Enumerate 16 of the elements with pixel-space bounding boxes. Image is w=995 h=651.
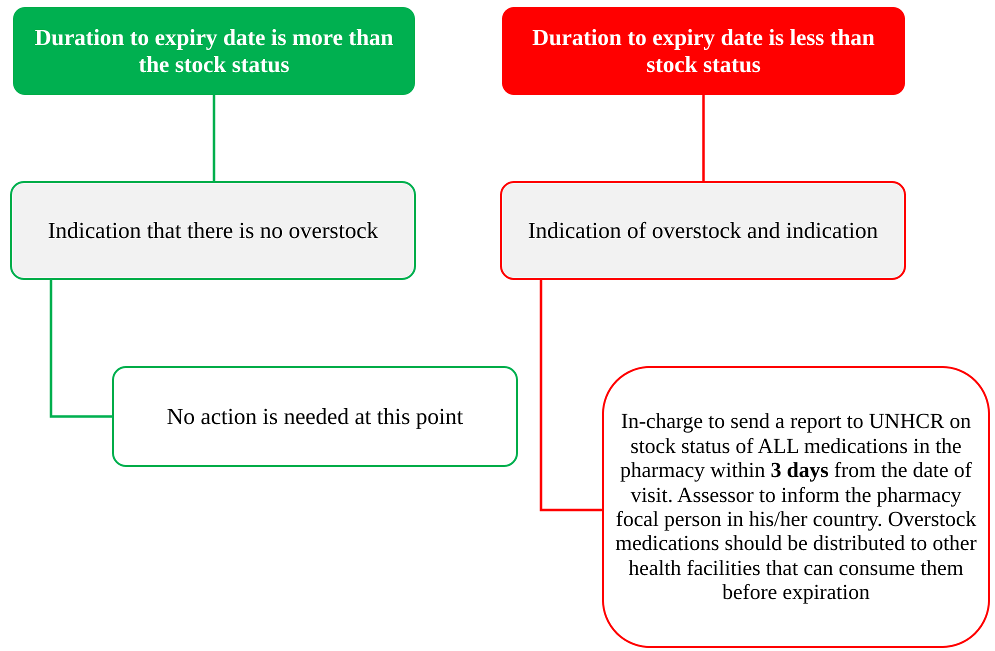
connector-line	[50, 280, 112, 418]
box-text: Indication that there is no overstock	[48, 216, 378, 244]
connector-line	[702, 95, 705, 181]
process-box	[112, 366, 518, 467]
process-box	[500, 181, 906, 280]
box-text: No action is needed at this point	[166, 402, 464, 430]
connector-line	[540, 280, 602, 512]
header-box	[502, 7, 905, 95]
note-box	[602, 366, 990, 648]
box-text: Indication of overstock and indication	[528, 216, 878, 244]
connector-line	[212, 95, 216, 181]
box-text: In-charge to send a report to UNHCR on stock status of ALL medications in the pharmacy within 3 days from the date of visit. Assessor to inform the pharmacy focal person in his/her country. Overstock medications should be distributed to other health facilities that can consume them before expiration	[614, 409, 978, 605]
process-box	[10, 181, 416, 280]
header-box	[13, 7, 415, 95]
box-text: Duration to expiry date is less than stock status	[531, 24, 876, 78]
box-text: Duration to expiry date is more than the stock status	[34, 24, 394, 78]
